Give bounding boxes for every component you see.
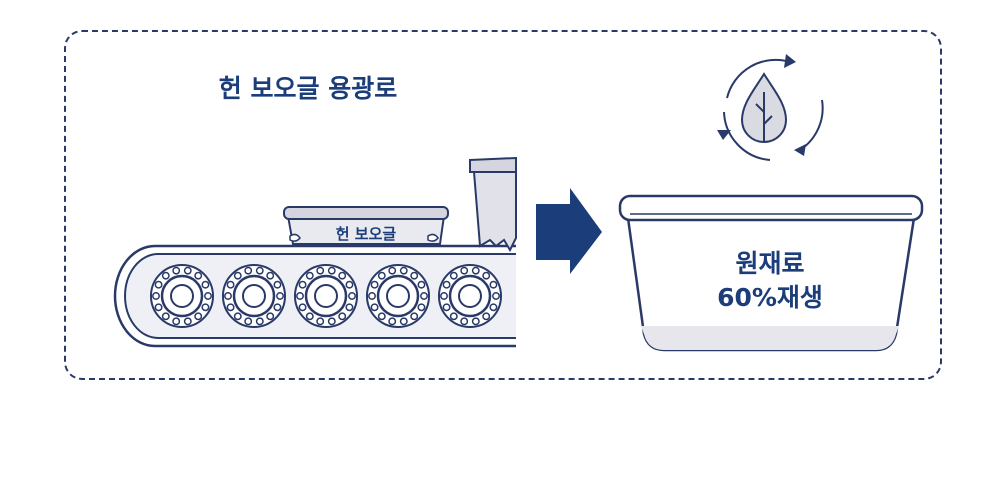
- result-label-line2: 60%재생: [717, 283, 823, 312]
- container-label: 헌 보오글: [336, 225, 397, 243]
- conveyor-rollers: [150, 264, 502, 328]
- old-container: 헌 보오글: [283, 206, 449, 245]
- roller: [366, 264, 430, 328]
- roller: [222, 264, 286, 328]
- roller: [294, 264, 358, 328]
- roller: [150, 264, 214, 328]
- result-label-line1: 원재료: [735, 249, 804, 278]
- recycled-container: 원재료 60%재생: [618, 194, 924, 352]
- dashed-frame: [64, 30, 942, 380]
- conveyor-belt: [113, 244, 516, 348]
- diagram-title: 헌 보오글 용광로: [219, 74, 397, 103]
- melting-cup: [469, 156, 517, 253]
- recycle-leaf-icon: [717, 54, 824, 161]
- roller: [438, 264, 502, 328]
- right-arrow-icon: [536, 188, 602, 274]
